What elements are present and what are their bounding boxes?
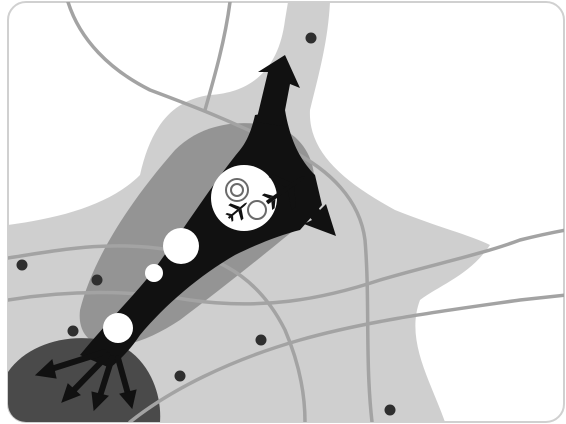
point <box>175 371 186 382</box>
point <box>68 326 79 337</box>
point <box>306 33 317 44</box>
point <box>256 335 267 346</box>
point <box>385 405 396 416</box>
stop-circle <box>103 313 133 343</box>
stop-circle <box>145 264 163 282</box>
stop-circle <box>163 228 199 264</box>
point <box>17 260 28 271</box>
point <box>92 275 103 286</box>
